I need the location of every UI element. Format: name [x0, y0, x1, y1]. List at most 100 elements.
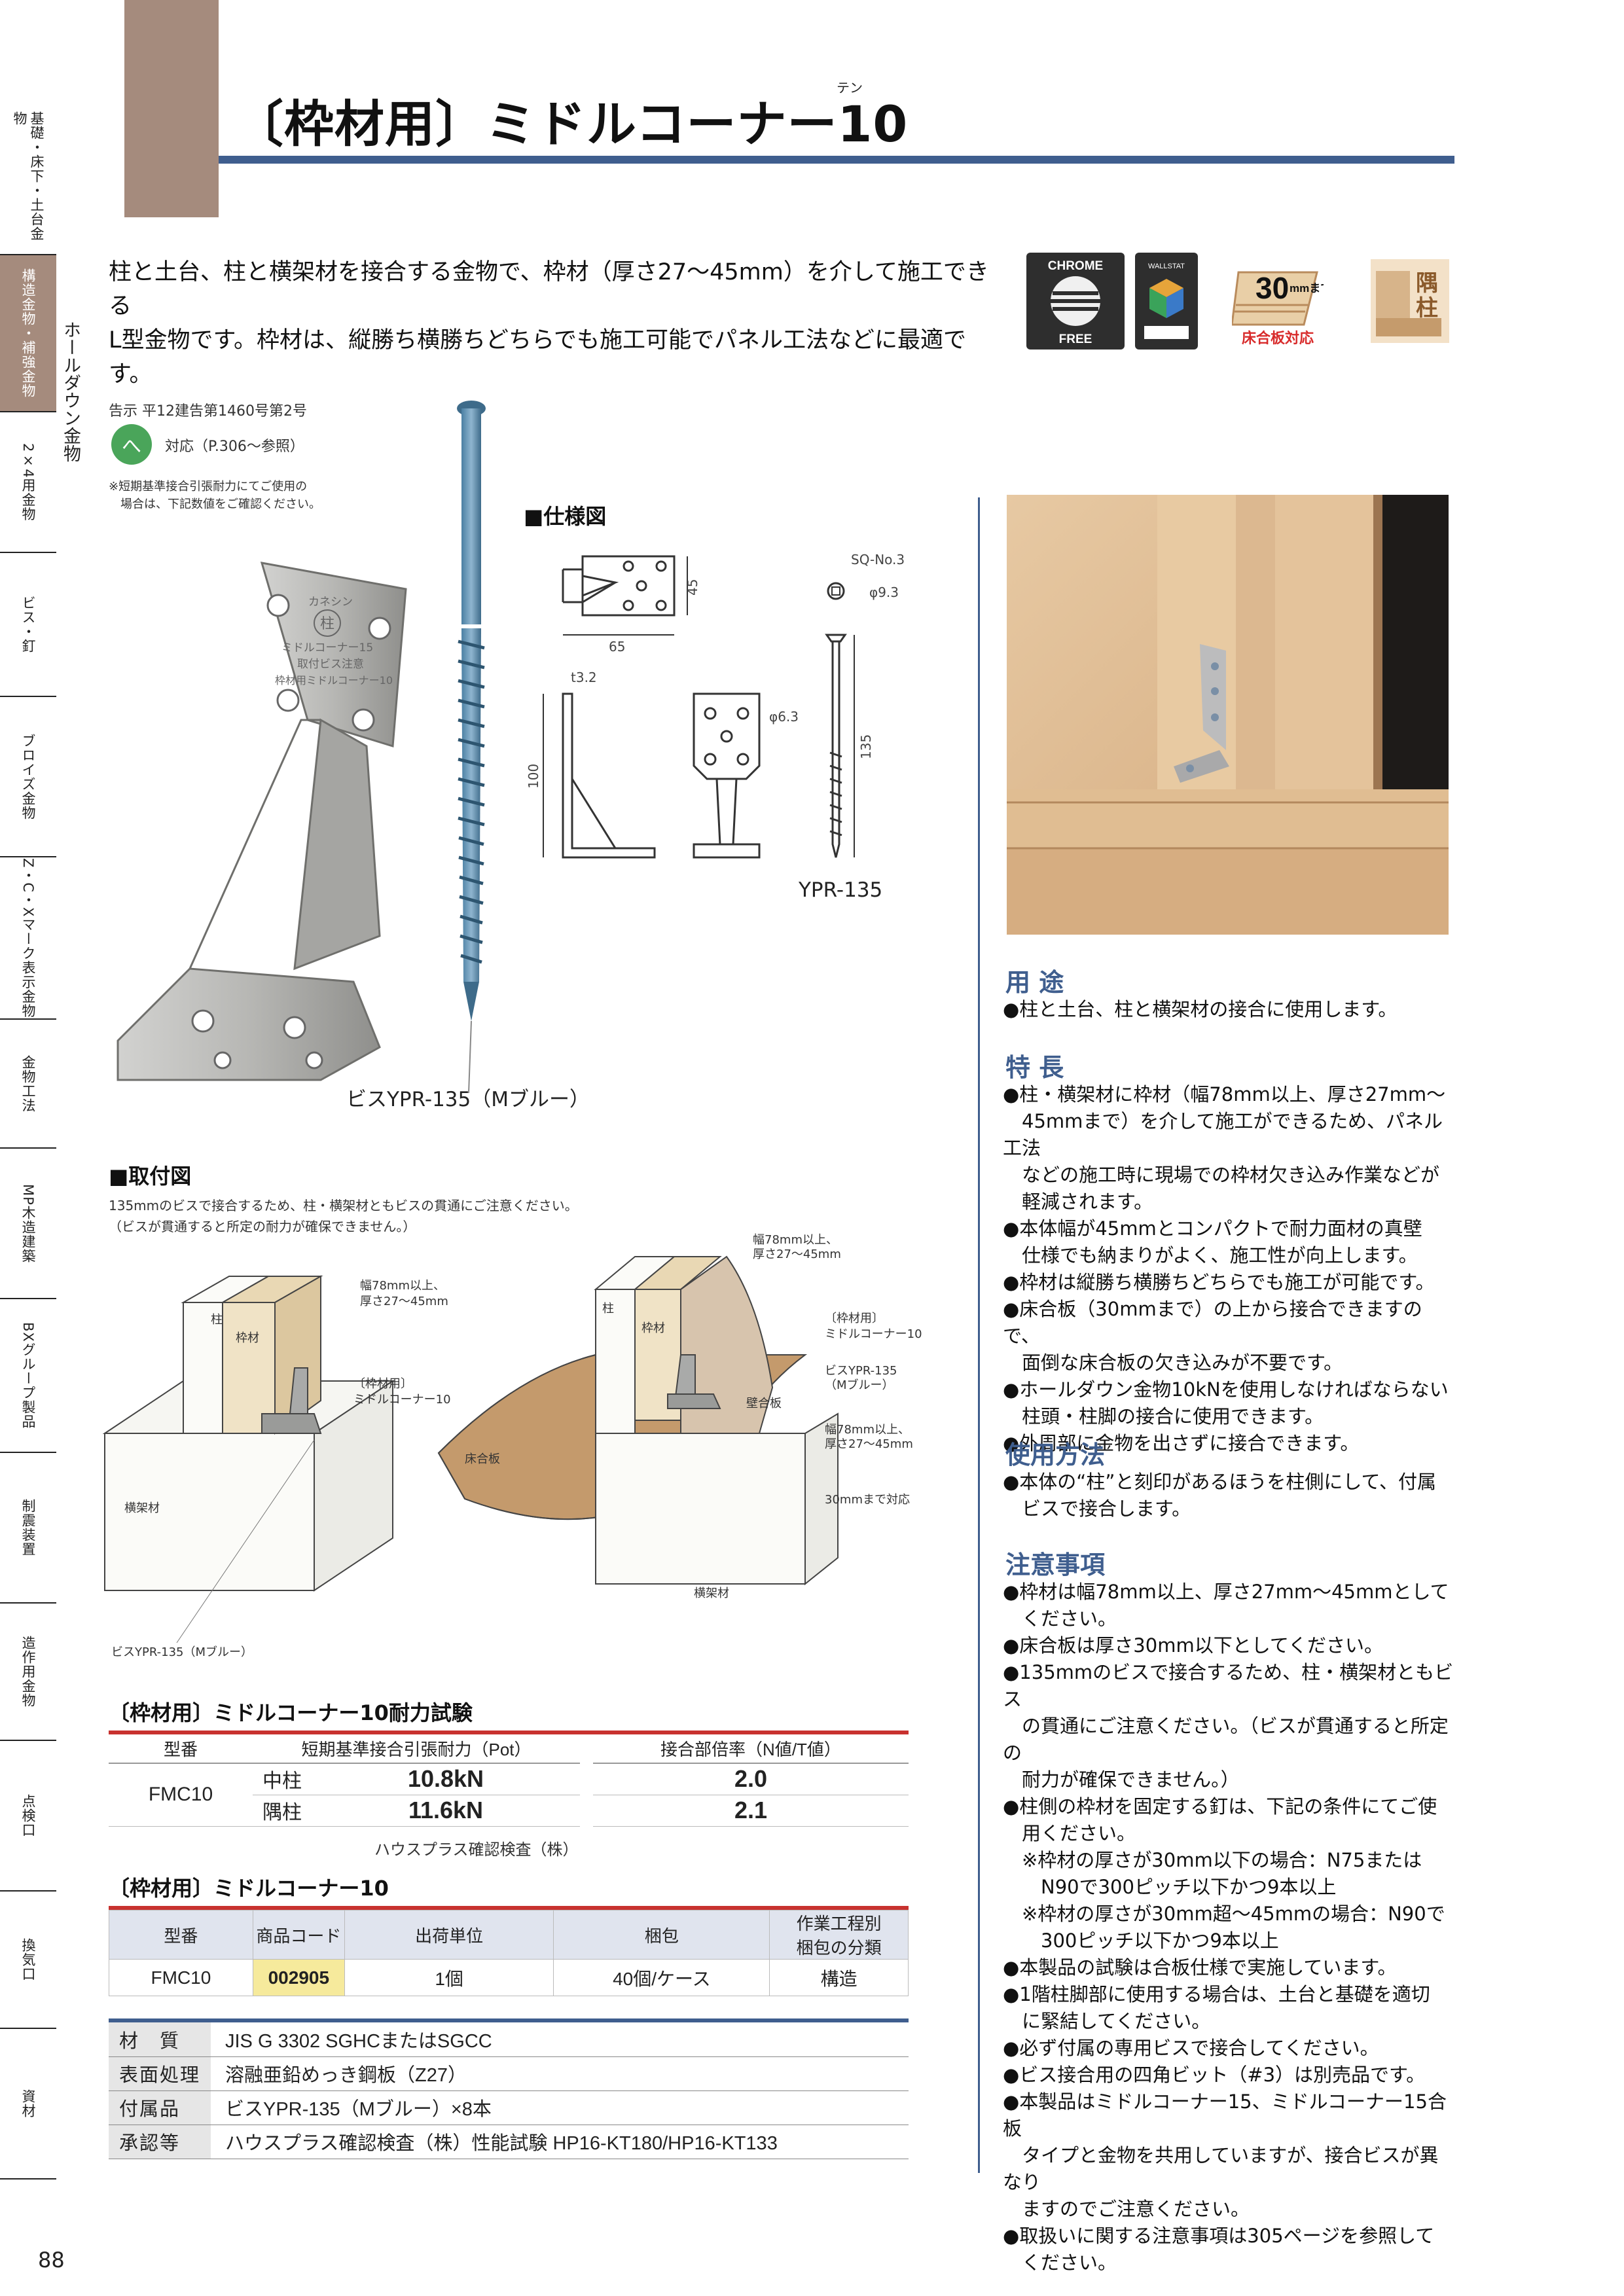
- svg-text:枠材: 枠材: [641, 1321, 665, 1335]
- feature-heading: 特 長: [1005, 1053, 1064, 1082]
- svg-text:壁合板: 壁合板: [746, 1397, 782, 1410]
- svg-text:135: 135: [858, 734, 874, 759]
- strength-table-title: 〔枠材用〕ミドルコーナー10耐力試験: [109, 1700, 473, 1725]
- intro-text: 柱と土台、柱と横架材を接合する金物で、枠材（厚さ27～45mm）を介して施工でき…: [109, 259, 989, 387]
- svg-text:〔枠材用〕: 〔枠材用〕: [353, 1377, 412, 1391]
- material-table-topline: [109, 2018, 909, 2022]
- product-illustration: カネシン 柱 ミドルコーナー15 取付ビス注意 枠材用ミドルコーナー10 ビスY…: [117, 401, 590, 1111]
- svg-text:カネシン: カネシン: [308, 596, 353, 609]
- spec-drawing: ■仕様図 45 65 t3.2 100 φ6.3 SQ-No.3 φ9.3 13…: [524, 504, 905, 902]
- strength-table: 型番 短期基準接合引張耐力（Pot） 接合部倍率（N値/T値） FMC10 中柱…: [109, 1734, 909, 1827]
- side-tab[interactable]: 金物工法: [0, 1020, 56, 1149]
- side-tab-label: 造作用金物: [20, 1636, 36, 1708]
- svg-text:幅78mm以上、: 幅78mm以上、: [753, 1233, 838, 1247]
- column-divider: [978, 497, 980, 2173]
- svg-text:ミドルコーナー10: ミドルコーナー10: [353, 1393, 451, 1407]
- side-tab[interactable]: 点検口: [0, 1741, 56, 1892]
- strength-table-topline: [109, 1731, 909, 1734]
- header-accent-block: [124, 0, 219, 217]
- svg-text:柱: 柱: [211, 1313, 223, 1327]
- svg-text:FREE: FREE: [1059, 332, 1092, 346]
- svg-text:φ6.3: φ6.3: [769, 709, 799, 725]
- svg-text:幅78mm以上、: 幅78mm以上、: [360, 1279, 445, 1293]
- caution-list: ●枠材は幅78mm以上、厚さ27mm～45mmとして ください。 ●床合板は厚さ…: [1003, 1581, 1454, 2274]
- svg-text:ビスYPR-135: ビスYPR-135: [825, 1364, 897, 1378]
- side-tab[interactable]: 2×4用金物: [0, 412, 56, 553]
- title-ruby: テン: [837, 80, 863, 96]
- side-tab-label: 金物工法: [20, 1054, 36, 1113]
- strength-footnote: ハウスプラス確認検査（株）: [374, 1840, 579, 1859]
- spec-heading: ■仕様図: [524, 504, 606, 529]
- side-tab-label: 構造金物・補強金物: [20, 268, 36, 398]
- mount-note-2: （ビスが貫通すると所定の耐力が確保できません。）: [109, 1219, 416, 1234]
- mount-heading: ■取付図: [109, 1164, 192, 1189]
- svg-text:ビスYPR-135（Mブルー）: ビスYPR-135（Mブルー）: [111, 1645, 253, 1659]
- svg-text:柱: 柱: [602, 1302, 614, 1316]
- side-tab[interactable]: MP木造建築: [0, 1149, 56, 1299]
- svg-text:床合板対応: 床合板対応: [1242, 330, 1314, 347]
- feature-list: ●柱・横架材に枠材（幅78mm以上、厚さ27mm～ 45mmまで）を介して施工が…: [1003, 1083, 1449, 1454]
- svg-text:柱: 柱: [1416, 295, 1438, 321]
- svg-text:SQ-No.3: SQ-No.3: [851, 552, 905, 567]
- side-tab[interactable]: 制震装置: [0, 1453, 56, 1604]
- svg-text:30mmまで対応: 30mmまで対応: [825, 1493, 910, 1507]
- svg-text:枠材用ミドルコーナー10: 枠材用ミドルコーナー10: [275, 674, 393, 687]
- side-tab[interactable]: 基礎・床下・土台金物: [0, 111, 56, 255]
- side-tab[interactable]: Z・C・Xマーク表示金物: [0, 857, 56, 1020]
- short-term-note: ※短期基準接合引張耐力にてご使用の 場合は、下記数値をご確認ください。: [109, 480, 321, 511]
- side-tab[interactable]: 造作用金物: [0, 1604, 56, 1741]
- installation-photo: [1007, 495, 1449, 935]
- svg-text:65: 65: [609, 639, 625, 655]
- method-heading: 使用方法: [1005, 1441, 1106, 1469]
- he-symbol-badge: へ: [111, 424, 152, 465]
- side-tab-label: ブロイズ金物: [20, 733, 36, 820]
- svg-text:隅: 隅: [1416, 270, 1438, 296]
- product-table-title: 〔枠材用〕ミドルコーナー10: [109, 1876, 389, 1901]
- side-tab-label: 2×4用金物: [20, 442, 36, 522]
- side-index: 基礎・床下・土台金物構造金物・補強金物 2×4用金物ビス・釘ブロイズ金物 Z・C・X…: [0, 111, 56, 2179]
- side-tab[interactable]: 構造金物・補強金物: [0, 255, 56, 412]
- screw-caption: ビスYPR-135（Mブルー）: [346, 1088, 590, 1111]
- svg-text:ミドルコーナー10: ミドルコーナー10: [825, 1327, 922, 1341]
- mount-diagram: 柱 枠材 幅78mm以上、 厚さ27～45mm 〔枠材用〕 ミドルコーナー10 …: [102, 1233, 922, 1659]
- side-tab[interactable]: 資材: [0, 2029, 56, 2179]
- usage-heading: 用 途: [1005, 968, 1064, 997]
- side-tab-label: Z・C・Xマーク表示金物: [20, 857, 36, 1018]
- corner-pillar-badge: 隅 柱: [1371, 259, 1449, 343]
- side-tab-label: 換気口: [20, 1938, 36, 1981]
- method-text: ●本体の“柱”と刻印があるほうを柱側にして、付属 ビスで接合します。: [1003, 1471, 1437, 1520]
- product-table-topline: [109, 1906, 909, 1910]
- svg-text:CHROME: CHROME: [1048, 259, 1103, 273]
- svg-text:φ9.3: φ9.3: [869, 584, 899, 600]
- svg-text:厚さ27～45mm: 厚さ27～45mm: [360, 1295, 448, 1308]
- page-title: 〔枠材用〕ミドルコーナー10: [234, 95, 909, 153]
- title-underline: [219, 156, 1454, 164]
- side-tab-label: MP木造建築: [20, 1183, 36, 1263]
- svg-text:〔枠材用〕: 〔枠材用〕: [825, 1312, 884, 1325]
- side-tab-label: 資材: [20, 2089, 36, 2118]
- product-table: 型番 商品コード 出荷単位 梱包 作業工程別梱包の分類 FMC10 002905…: [109, 1910, 909, 1996]
- side-tab-label: 点検口: [20, 1794, 36, 1837]
- svg-text:45: 45: [685, 579, 700, 596]
- side-tab[interactable]: ブロイズ金物: [0, 697, 56, 857]
- side-tab[interactable]: 換気口: [0, 1892, 56, 2029]
- side-tab[interactable]: ビス・釘: [0, 553, 56, 697]
- svg-text:枠材: 枠材: [236, 1331, 259, 1345]
- svg-text:t3.2: t3.2: [571, 670, 597, 685]
- page-number: 88: [38, 2248, 65, 2272]
- chrome-free-badge: CHROME FREE: [1026, 253, 1125, 350]
- svg-text:横架材: 横架材: [694, 1587, 729, 1600]
- svg-text:柱: 柱: [320, 616, 334, 632]
- floor-30mm-badge: 30 mmまで 床合板対応: [1232, 271, 1324, 347]
- side-tab-label: 制震装置: [20, 1499, 36, 1556]
- svg-text:30: 30: [1255, 271, 1289, 305]
- wallstat-badge: WALLSTAT: [1135, 253, 1198, 350]
- svg-text:床合板: 床合板: [465, 1452, 500, 1466]
- mount-note-1: 135mmのビスで接合するため、柱・横架材ともビスの貫通にご注意ください。: [109, 1198, 578, 1213]
- he-reference-text: 対応（P.306～参照）: [165, 439, 304, 455]
- side-tab[interactable]: BXグループ製品: [0, 1299, 56, 1453]
- svg-text:横架材: 横架材: [124, 1501, 160, 1515]
- notice-kokuji: 告示 平12建告第1460号第2号: [109, 403, 307, 420]
- svg-text:YPR-135: YPR-135: [798, 878, 882, 902]
